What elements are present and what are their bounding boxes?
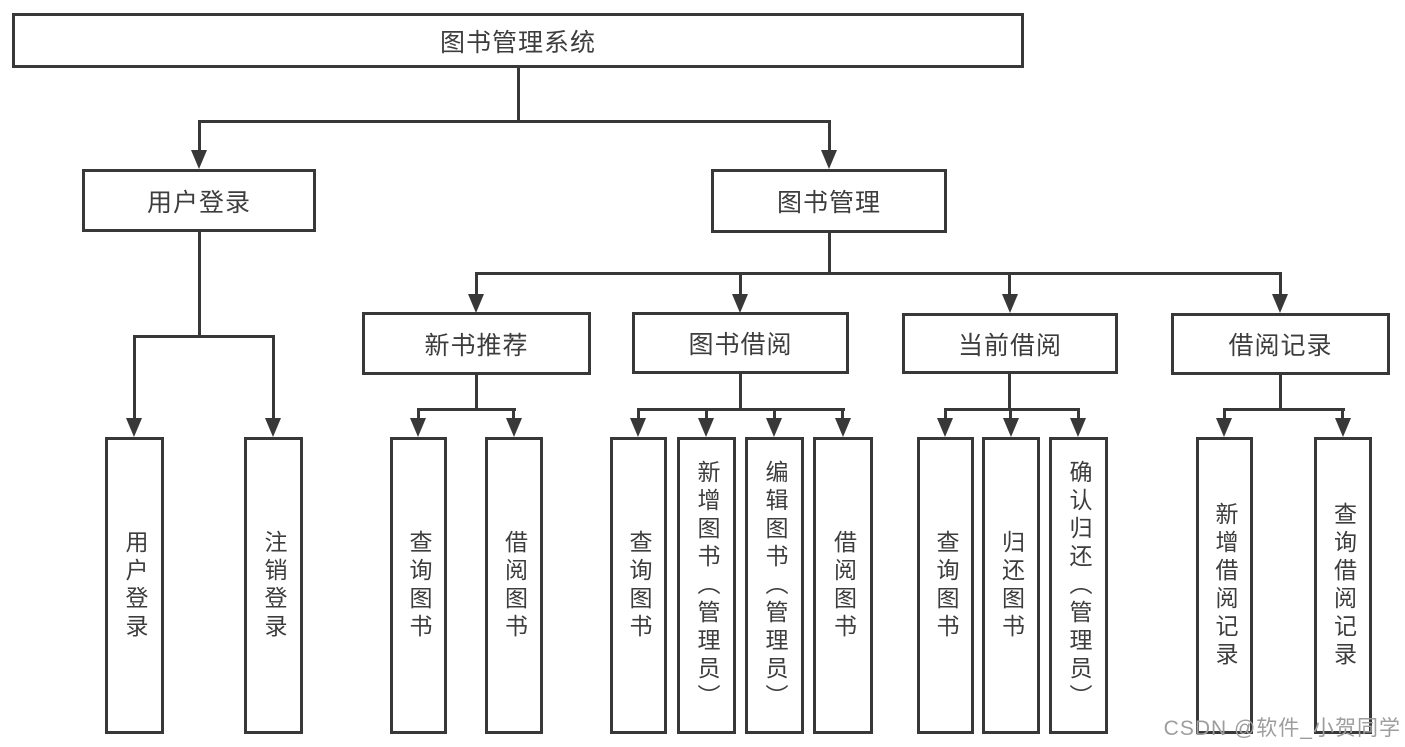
connector-line [417,408,516,411]
connector-line [133,335,136,420]
leaf-logout: 注销登录 [244,437,303,734]
node-borrowing-records: 借阅记录 [1171,313,1390,375]
connector-line [133,335,275,338]
node-label: 借阅图书 [501,529,528,642]
connector-line [417,408,420,424]
connector-line [637,408,845,411]
node-label: 新增图书（管理员） [694,459,720,712]
connector-line [739,272,742,296]
connector-line [1279,375,1282,408]
node-label: 编辑图书（管理员） [762,459,788,712]
connector-line [1008,374,1011,408]
leaf-add-borrow-record: 新增借阅记录 [1196,437,1253,734]
arrow-down-icon [698,418,714,437]
node-label: 用户登录 [122,529,148,642]
arrow-down-icon [506,418,522,437]
connector-line [1223,408,1345,411]
connector-line [1223,408,1226,424]
node-label: 归还图书 [998,529,1025,642]
connector-line [1008,272,1011,296]
connector-line [944,408,947,424]
node-user-login: 用户登录 [82,169,316,232]
node-label: 查询图书 [933,529,959,642]
connector-line [475,272,478,296]
node-label: 查询图书 [406,529,432,642]
arrow-down-icon [630,418,646,437]
connector-line [475,272,1282,275]
node-label: 当前借阅 [957,331,1062,360]
node-label: 图书借阅 [688,331,793,359]
node-label: 查询图书 [626,529,652,642]
node-label: 注销登录 [261,529,287,642]
leaf-edit-books-admin: 编辑图书（管理员） [745,437,804,734]
leaf-query-books-current: 查询图书 [917,437,974,734]
arrow-down-icon [821,150,837,169]
connector-line [1009,408,1012,424]
connector-line [944,408,1080,411]
node-new-book-recommendation: 新书推荐 [362,312,591,375]
connector-line [512,408,515,424]
arrow-down-icon [1335,418,1351,437]
leaf-query-books-borrow: 查询图书 [610,437,667,734]
leaf-query-books-recommend: 查询图书 [390,437,447,734]
leaf-user-login: 用户登录 [105,437,164,734]
connector-line [475,375,478,408]
node-current-borrowing: 当前借阅 [902,313,1118,374]
arrow-down-icon [937,418,953,437]
node-label: 借阅图书 [830,529,857,642]
connector-line [705,408,708,424]
arrow-down-icon [126,418,142,437]
connector-line [198,120,831,123]
leaf-borrow-books-recommend: 借阅图书 [485,437,543,734]
node-label: 确认归还（管理员） [1066,459,1092,712]
arrow-down-icon [468,294,484,313]
leaf-confirm-return-admin: 确认归还（管理员） [1049,437,1108,734]
connector-line [198,232,201,335]
arrow-down-icon [1216,418,1232,437]
connector-line [828,233,831,272]
connector-line [739,374,742,408]
leaf-return-books: 归还图书 [982,437,1040,734]
connector-line [773,408,776,424]
node-label: 新书推荐 [424,331,529,360]
connector-line [828,120,831,152]
arrow-down-icon [835,418,851,437]
arrow-down-icon [1002,294,1018,313]
csdn-watermark: CSDN @软件_小贺同学 [1163,717,1401,740]
arrow-down-icon [410,418,426,437]
connector-line [841,408,844,424]
leaf-add-books-admin: 新增图书（管理员） [677,437,736,734]
node-label: 查询借阅记录 [1330,501,1357,670]
node-book-borrowing: 图书借阅 [632,312,849,374]
connector-line [1077,408,1080,424]
connector-line [272,335,275,420]
arrow-down-icon [766,418,782,437]
connector-line [1341,408,1344,424]
leaf-query-borrow-record: 查询借阅记录 [1314,437,1372,734]
arrow-down-icon [732,294,748,313]
connector-line [1279,272,1282,296]
node-label: 图书管理系统 [439,28,596,57]
arrow-down-icon [1003,418,1019,437]
node-label: 图书管理 [776,189,881,217]
arrow-down-icon [265,418,281,437]
connector-line [637,408,640,424]
connector-line [517,67,520,120]
node-label: 用户登录 [146,188,251,217]
node-library-management-system: 图书管理系统 [12,13,1024,68]
node-label: 新增借阅记录 [1212,501,1238,670]
node-book-management: 图书管理 [711,169,947,233]
arrow-down-icon [1272,294,1288,313]
node-label: 借阅记录 [1228,332,1333,360]
leaf-borrow-books: 借阅图书 [813,437,873,734]
connector-line [198,120,201,152]
arrow-down-icon [1070,418,1086,437]
arrow-down-icon [191,150,207,169]
